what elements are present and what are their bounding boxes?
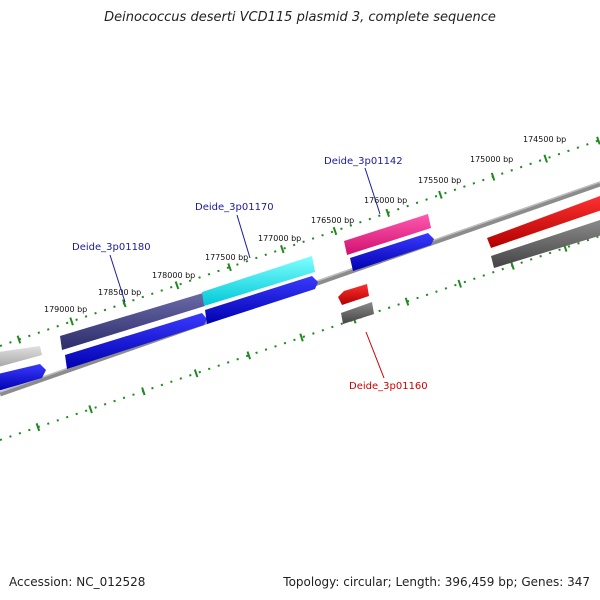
- tick-mark: [88, 405, 93, 414]
- tick-mark: [596, 136, 600, 145]
- tick-label-174500: 174500 bp: [523, 135, 566, 144]
- cds-arrow-3p01160[interactable]: [341, 302, 374, 324]
- tick-mark: [193, 369, 199, 378]
- tick-mark: [122, 299, 127, 308]
- tick-label-176000: 176000 bp: [364, 196, 407, 205]
- tick-mark: [332, 226, 338, 236]
- tick-mark: [280, 244, 285, 254]
- cds-arrow-grey-right: [491, 220, 600, 268]
- cds-arrow-3p01142[interactable]: [350, 233, 434, 271]
- gene-bar-deide-3p01170[interactable]: [202, 256, 315, 306]
- feature-light-grey: [0, 346, 42, 367]
- tick-mark: [490, 172, 496, 181]
- feature-red-right: [487, 196, 600, 248]
- tick-mark: [69, 317, 74, 326]
- tick-label-176500: 176500 bp: [311, 216, 354, 225]
- gene-label-deide-3p01142[interactable]: Deide_3p01142: [324, 156, 403, 167]
- tick-mark: [16, 335, 22, 344]
- tick-label-178000: 178000 bp: [152, 271, 195, 280]
- gene-bar-deide-3p01180[interactable]: [60, 293, 205, 350]
- forward-strand-features: [0, 196, 600, 367]
- tick-label-177500: 177500 bp: [205, 253, 248, 262]
- forward-cds-arrows: [0, 220, 600, 391]
- reverse-strand-features: [338, 284, 374, 324]
- cds-arrow-left-edge: [0, 364, 46, 391]
- tick-mark: [438, 190, 443, 199]
- tick-mark: [385, 208, 390, 218]
- map-title: Deinococcus deserti VCD115 plasmid 3, co…: [104, 10, 496, 25]
- cds-arrow-3p01180[interactable]: [65, 313, 207, 369]
- tick-mark: [227, 263, 232, 272]
- tick-mark: [141, 387, 146, 396]
- tick-label-175500: 175500 bp: [418, 176, 461, 185]
- gene-bar-deide-3p01160[interactable]: [338, 284, 369, 305]
- tick-mark: [246, 351, 252, 360]
- leader-lines: [109, 167, 385, 379]
- gene-label-deide-3p01170[interactable]: Deide_3p01170: [195, 202, 274, 213]
- tick-mark: [299, 333, 304, 342]
- tick-marks: [16, 136, 600, 432]
- tick-mark: [457, 279, 462, 288]
- tick-mark: [510, 261, 515, 270]
- tick-mark: [543, 154, 548, 163]
- tick-label-179000: 179000 bp: [44, 305, 87, 314]
- tick-label-178500: 178500 bp: [98, 288, 141, 297]
- tick-mark: [404, 297, 410, 306]
- gene-labels: Deide_3p01142 Deide_3p01170 Deide_3p0118…: [72, 156, 428, 392]
- gene-label-deide-3p01160[interactable]: Deide_3p01160: [349, 381, 428, 392]
- tick-label-175000: 175000 bp: [470, 155, 513, 164]
- tick-label-177000: 177000 bp: [258, 234, 301, 243]
- gene-bar-deide-3p01142[interactable]: [344, 214, 431, 255]
- gene-label-deide-3p01180[interactable]: Deide_3p01180: [72, 242, 151, 253]
- cds-arrow-3p01170[interactable]: [205, 276, 318, 324]
- tick-labels: 174500 bp 175000 bp 175500 bp 176000 bp …: [44, 135, 566, 314]
- tick-mark: [35, 422, 41, 432]
- accession-text: Accession: NC_012528: [9, 575, 146, 589]
- tick-mark: [174, 281, 180, 290]
- summary-text: Topology: circular; Length: 396,459 bp; …: [283, 575, 590, 589]
